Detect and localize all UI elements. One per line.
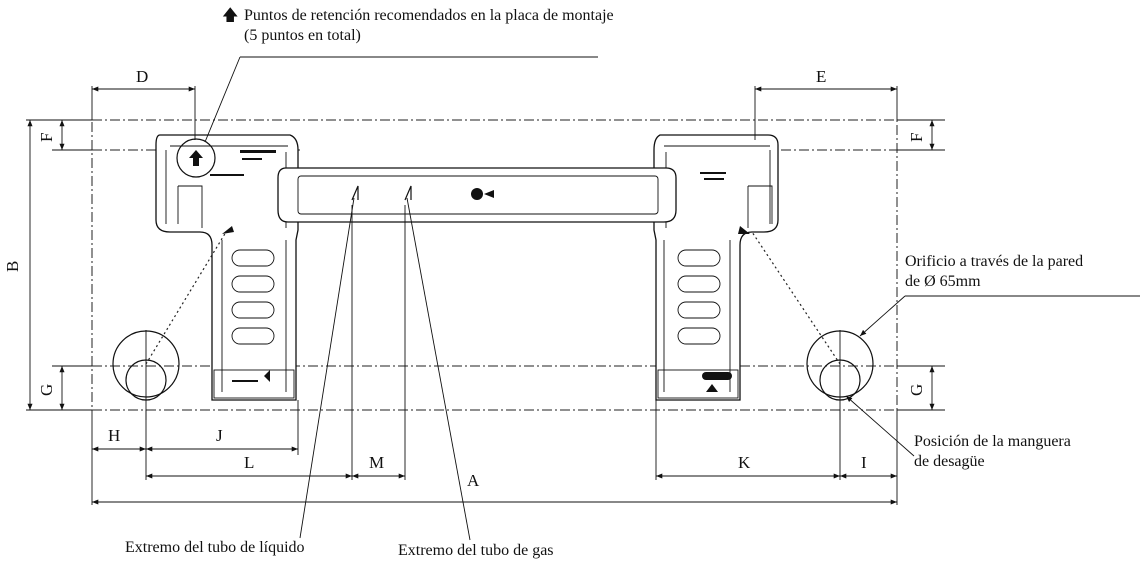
mounting-plate (155, 134, 779, 401)
dim-label-F-right: F (907, 133, 926, 142)
wall-hole-right (806, 330, 874, 420)
retention-point-circle (176, 138, 216, 178)
retention-note-line2: (5 puntos en total) (244, 27, 361, 44)
wall-hole-note-line2: de Ø 65mm (905, 273, 981, 290)
liquid-pipe-note: Extremo del tubo de líquido (125, 539, 305, 556)
dim-label-M: M (369, 453, 384, 472)
dim-label-K: K (738, 453, 751, 472)
dim-label-G-left: G (37, 384, 56, 396)
drain-hose-note-line1: Posición de la manguera (914, 433, 1071, 450)
dim-label-F-left: F (37, 133, 56, 142)
wall-hole-left (112, 330, 180, 420)
dim-label-I: I (861, 453, 867, 472)
dim-label-A: A (467, 471, 480, 490)
wall-hole-note-line1: Orificio a través de la pared (905, 253, 1083, 270)
up-arrow-icon (189, 150, 203, 166)
dim-label-G-right: G (907, 384, 926, 396)
retention-note-line1: Puntos de retención recomendados en la p… (244, 7, 614, 24)
outline-box (91, 119, 898, 411)
dim-label-E: E (816, 67, 826, 86)
dim-label-D: D (136, 67, 148, 86)
dim-label-H: H (108, 426, 120, 445)
retention-note-arrow: 🡅 (222, 7, 238, 24)
gas-pipe-note: Extremo del tubo de gas (398, 542, 554, 559)
dim-label-L: L (244, 453, 254, 472)
dim-label-B: B (3, 261, 22, 272)
dim-label-J: J (216, 426, 223, 445)
drain-hose-note-line2: de desagüe (914, 453, 985, 470)
